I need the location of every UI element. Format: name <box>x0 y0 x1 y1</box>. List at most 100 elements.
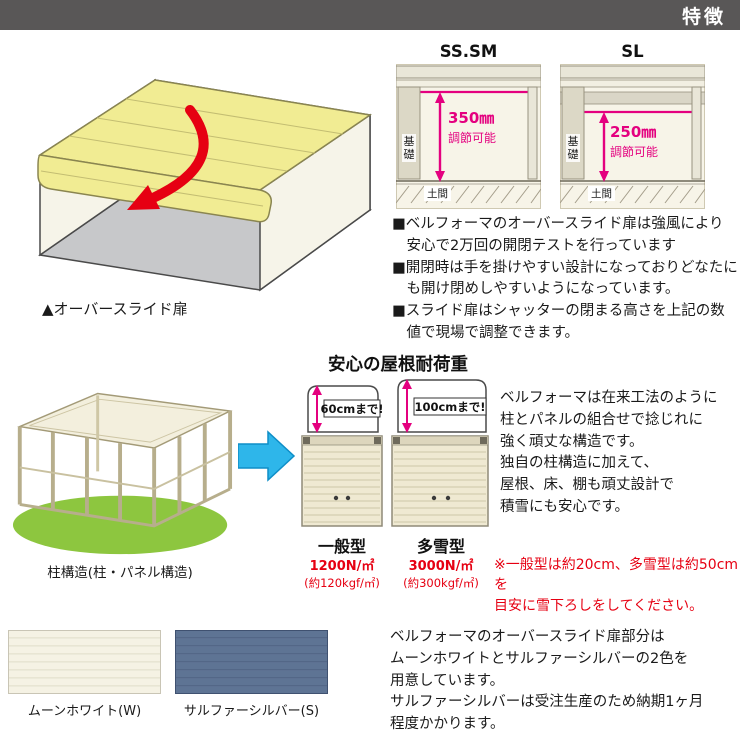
pillar-structure-illustration <box>12 392 233 555</box>
blue-arrow-icon <box>238 430 296 482</box>
adjust-note: 調節可能 <box>610 144 659 159</box>
snow-arrowhead-top <box>402 379 412 389</box>
pillar-structure-caption: 柱構造(柱・パネル構造) <box>47 565 193 581</box>
roller-bracket <box>374 437 381 444</box>
door-swing-arrowhead-icon <box>127 185 160 210</box>
overslide-door-illustration <box>37 78 372 292</box>
grass-ground <box>12 495 228 555</box>
header-bar: 特徴 <box>0 0 740 30</box>
moon-white-caption: ムーンホワイト(W) <box>27 704 142 719</box>
load-kgf: (約120kgf/㎡) <box>304 576 380 590</box>
door-slat-line <box>40 170 264 207</box>
page-title: 特徴 <box>681 5 726 28</box>
ground-label: 土間 <box>588 186 615 201</box>
foundation-label: 基礎 <box>402 134 416 163</box>
load-kgf: (約300kgf/㎡) <box>403 576 479 590</box>
wall-stud <box>527 86 538 180</box>
snow-limit-box <box>323 399 381 418</box>
roof-beam <box>396 65 541 79</box>
text-line: 独自の柱構造に加えて、 <box>500 455 659 472</box>
load-value: 1200N/㎡ <box>309 559 375 574</box>
foundation-column <box>561 86 585 180</box>
heavy-snow-type-name: 多雪型 <box>416 537 465 556</box>
door-swing-arrow-icon <box>148 105 209 203</box>
snow-arrowhead-bottom <box>312 423 322 433</box>
roller-bracket <box>303 437 310 444</box>
moon-white-swatch <box>8 630 161 694</box>
snow-limit-box <box>413 397 487 416</box>
text-line: 柱とパネルの組合せで捻じれに <box>500 411 703 428</box>
snow-arrowhead-top <box>312 385 322 395</box>
adjust-arrowhead-bottom <box>599 171 609 182</box>
text-line: ムーンホワイトとサルファーシルバーの2色を <box>390 650 689 667</box>
door-handle <box>333 495 339 501</box>
load-value: 3000N/㎡ <box>408 559 474 574</box>
roller-bracket <box>393 437 400 444</box>
diagram-label-ss-sm: SS.SM <box>439 42 498 61</box>
adjust-note: 調節可能 <box>448 130 497 145</box>
color-description: ベルフォーマのオーバースライド扉部分は ムーンホワイトとサルファーシルバーの2色… <box>390 627 703 736</box>
adjustment-diagram-sl: 基礎 土間 250㎜ 調節可能 <box>560 64 705 209</box>
frame-front-posts <box>17 411 233 526</box>
shutter-door <box>301 435 383 527</box>
shutter-slats <box>394 451 486 523</box>
shutter-header <box>301 435 383 446</box>
feature-bullet: ■ベルフォーマのオーバースライド扉は強風により安心で2万回の開閉テストを行ってい… <box>392 216 724 254</box>
text-line: 程度かかります。 <box>390 716 505 732</box>
frame-roof-inner <box>29 398 223 443</box>
heavy-snow-type-illustration: 100cmまで! <box>391 379 489 527</box>
feature-bullet: ■開閉時は手を掛けやすい設計になっておりどなたにも開け閉めしやすいようになってい… <box>392 259 738 298</box>
adjust-arrowhead-top <box>599 112 609 123</box>
shutter-door <box>391 435 489 527</box>
overslide-door-front <box>37 154 273 223</box>
adjust-arrowhead-top <box>435 92 445 103</box>
adjust-range-text: 350㎜ 調節可能 <box>448 110 496 146</box>
diagram-label-sl: SL <box>621 42 644 61</box>
text-line: 目安に雪下ろしをしてください。 <box>494 597 704 614</box>
adjust-value: 250㎜ <box>610 123 657 141</box>
frame-mid-rail <box>19 451 231 490</box>
adjust-value: 350㎜ <box>448 109 495 127</box>
text-line: サルファーシルバーは受注生産のため納期1ヶ月 <box>390 694 704 711</box>
heavy-snow-type-load: 3000N/㎡ (約300kgf/㎡) <box>383 555 499 591</box>
roof-load-heading: 安心の屋根耐荷重 <box>328 355 468 375</box>
feature-bullet-list: ■ベルフォーマのオーバースライド扉は強風により安心で2万回の開閉テストを行ってい… <box>392 214 738 345</box>
snow-arrowhead-bottom <box>402 423 412 433</box>
text-line: 用意しています。 <box>390 672 505 689</box>
feature-bullet: ■スライド扉はシャッターの閉まる高さを上記の数値で現場で調整できます。 <box>392 303 725 341</box>
foundation-column <box>397 86 421 180</box>
sulfur-silver-swatch <box>175 630 328 694</box>
wall-stud <box>691 86 702 180</box>
text-line: ベルフォーマのオーバースライド扉部分は <box>390 629 665 645</box>
roof-beam <box>560 65 705 79</box>
roof-beam <box>560 79 705 88</box>
frame-bottom-rail <box>19 487 231 528</box>
door-handle <box>345 495 351 501</box>
general-type-illustration: 60cmまで! <box>301 385 384 527</box>
text-line: 積雪にも安心です。 <box>500 498 630 515</box>
roof-beam <box>396 79 541 88</box>
shutter-header <box>391 435 489 446</box>
general-type-name: 一般型 <box>317 537 366 556</box>
door-slat-line <box>125 98 344 135</box>
text-line: 屋根、床、棚も頑丈設計で <box>500 477 674 493</box>
general-type-load: 1200N/㎡ (約120kgf/㎡) <box>285 555 399 591</box>
ground-label: 土間 <box>424 186 451 201</box>
adjustment-diagram-ss-sm: 基礎 土間 350㎜ 調節可能 <box>396 64 541 209</box>
door-handle <box>431 495 437 501</box>
adjust-arrowhead-bottom <box>435 171 445 182</box>
roof-panel <box>560 91 705 105</box>
text-line: ※一般型は約20cm、多雪型は約50cmを <box>494 557 739 594</box>
text-line: 強く頑丈な構造です。 <box>500 433 644 450</box>
snow-removal-note: ※一般型は約20cm、多雪型は約50cmを 目安に雪下ろしをしてください。 <box>494 555 740 616</box>
foundation-label: 基礎 <box>566 134 580 163</box>
door-slat-line <box>68 135 288 172</box>
sulfur-silver-caption: サルファーシルバー(S) <box>183 704 320 719</box>
snow-limit-label: 60cmまで! <box>320 402 383 416</box>
overslide-door-caption: ▲オーバースライド扉 <box>42 300 188 318</box>
adjust-range-text: 250㎜ 調節可能 <box>610 124 658 160</box>
text-line: ベルフォーマは在来工法のように <box>500 390 718 406</box>
structure-description: ベルフォーマは在来工法のように 柱とパネルの組合せで捻じれに 強く頑丈な構造です… <box>500 388 718 519</box>
door-handle <box>445 495 451 501</box>
